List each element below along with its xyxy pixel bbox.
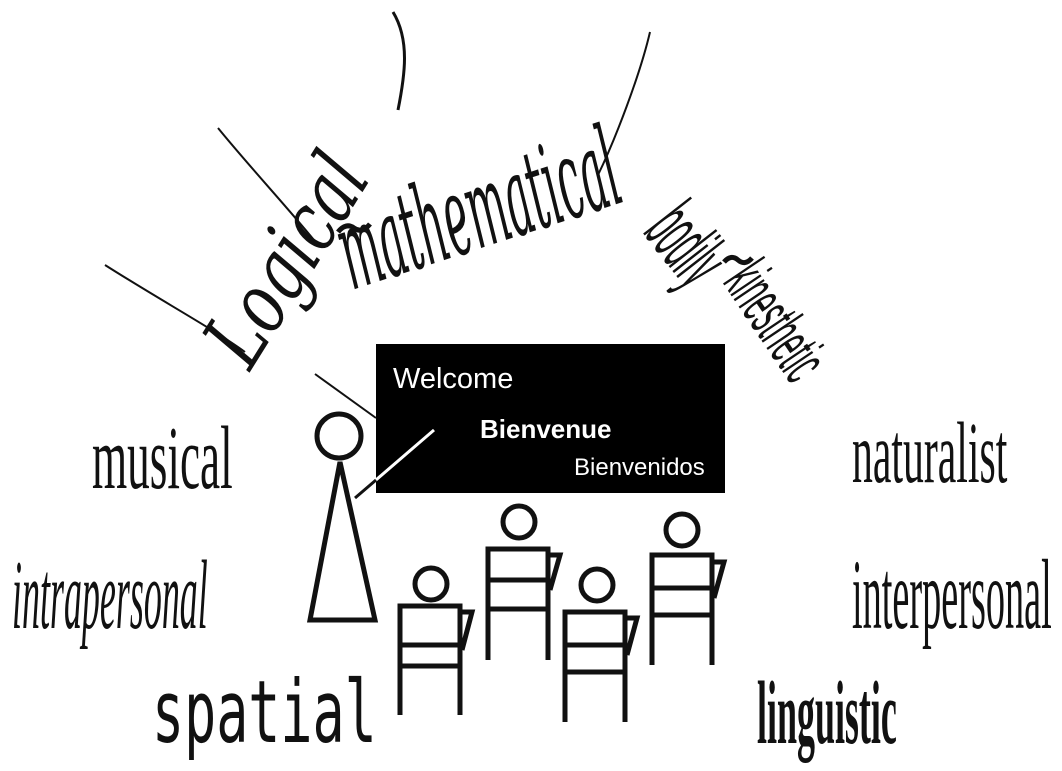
- flourish-stroke: [391, 11, 406, 111]
- flourish-stroke: [217, 127, 319, 246]
- mathematical-word: mathematical: [321, 104, 636, 315]
- student-figure: [397, 565, 476, 715]
- logical-mathematical-tilde: [336, 222, 372, 234]
- blackboard-bienvenidos: Bienvenidos: [574, 454, 705, 481]
- student-figure: [649, 511, 728, 665]
- musical-word: musical: [92, 410, 233, 509]
- teacher-figure: [306, 411, 379, 623]
- blackboard-bienvenue: Bienvenue: [480, 414, 612, 444]
- flourish-stroke: [104, 264, 246, 353]
- spatial-word: spatial: [152, 661, 377, 762]
- flourish-stroke: [597, 31, 651, 176]
- kinesthetic-word: kinesthetic: [710, 247, 843, 393]
- naturalist-word: naturalist: [852, 404, 1007, 501]
- intrapersonal-word: intrapersonal: [12, 542, 208, 651]
- blackboard-welcome: Welcome: [393, 363, 513, 395]
- linguistic-word: linguistic: [757, 663, 897, 763]
- blackboard: [376, 344, 725, 493]
- student-figure: [485, 503, 564, 660]
- pointer-stick: [354, 478, 377, 500]
- interpersonal-word: interpersonal: [852, 541, 1052, 651]
- bodily-kinesthetic-tilde: [722, 254, 754, 266]
- student-figure: [562, 566, 641, 722]
- pointer-guide: [314, 373, 377, 419]
